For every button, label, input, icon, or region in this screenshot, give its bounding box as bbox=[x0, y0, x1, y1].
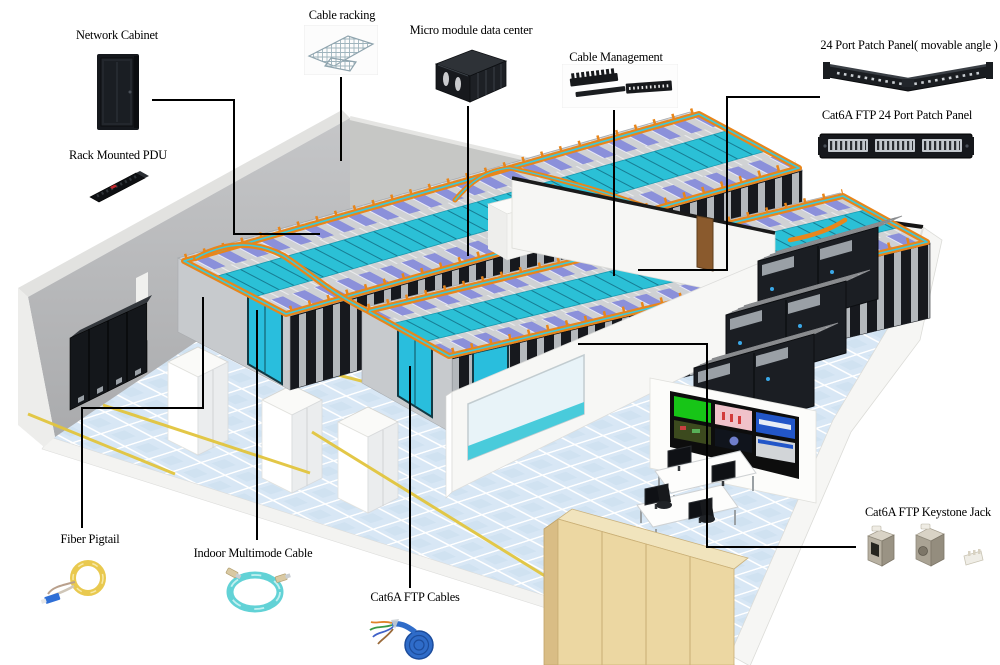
partition-wall bbox=[511, 176, 776, 304]
network-cabinet-label: Network Cabinet bbox=[76, 28, 158, 42]
screen-green bbox=[674, 396, 711, 423]
keystone-jack-label: Cat6A FTP Keystone Jack bbox=[864, 505, 992, 519]
patch-panel-angled-image bbox=[822, 56, 994, 96]
white-cabinet bbox=[337, 406, 399, 514]
patch-panel-cat6a-image bbox=[818, 125, 974, 165]
cable-racking-label: Cable racking bbox=[308, 8, 376, 22]
cat6a-cables-label: Cat6A FTP Cables bbox=[370, 590, 460, 604]
patch-panel-angled-label: 24 Port Patch Panel( movable angle ) bbox=[820, 38, 998, 52]
patch-panel-cat6a-label: Cat6A FTP 24 Port Patch Panel bbox=[821, 108, 973, 122]
office-chairs bbox=[656, 484, 715, 523]
wire-cap bbox=[963, 549, 984, 566]
rack-mounted-pdu-label: Rack Mounted PDU bbox=[69, 148, 167, 162]
desktop-monitors bbox=[644, 445, 736, 523]
operator-desks bbox=[636, 445, 757, 544]
leader-fiber-pigtail bbox=[81, 297, 204, 528]
white-cabinet bbox=[167, 346, 229, 456]
cable-management-label: Cable Management bbox=[569, 50, 663, 64]
cable-management-image bbox=[562, 64, 678, 108]
leader-lines bbox=[81, 77, 856, 588]
indoor-multimode-cable-image bbox=[208, 562, 304, 616]
leader-keystone-jack bbox=[578, 343, 856, 548]
leader-network-cabinet bbox=[152, 99, 320, 235]
white-cabinet bbox=[261, 384, 323, 494]
network-cabinet-image bbox=[94, 52, 142, 132]
keystone-jack-front bbox=[867, 525, 895, 567]
cat6a-ftp-keystone-jack-image bbox=[858, 520, 994, 576]
beige-wardrobe bbox=[543, 508, 749, 665]
desk bbox=[636, 484, 739, 528]
multimode-cable-label: Indoor Multimode Cable bbox=[193, 546, 313, 560]
fiber-pigtail-image bbox=[40, 552, 120, 608]
cable-racking-image bbox=[304, 25, 378, 75]
right-floor-edge bbox=[729, 226, 943, 665]
cat6a-ftp-cables-image bbox=[364, 607, 444, 663]
micro-module-image bbox=[428, 46, 512, 104]
micro-module-label: Micro module data center bbox=[409, 23, 533, 37]
cable-tray-connectors bbox=[193, 165, 848, 313]
wooden-door bbox=[696, 215, 714, 272]
keystone-jack-side bbox=[915, 523, 945, 567]
white-cabinets bbox=[167, 346, 399, 514]
network-cabinet-row bbox=[69, 295, 152, 411]
window-wall bbox=[445, 261, 763, 499]
screen-pink bbox=[715, 404, 752, 431]
fiber-pigtail-label: Fiber Pigtail bbox=[60, 532, 120, 546]
leader-patch-panel bbox=[638, 96, 820, 271]
rack-mounted-pdu-image bbox=[84, 164, 154, 208]
window-glass-cyan bbox=[468, 402, 584, 460]
